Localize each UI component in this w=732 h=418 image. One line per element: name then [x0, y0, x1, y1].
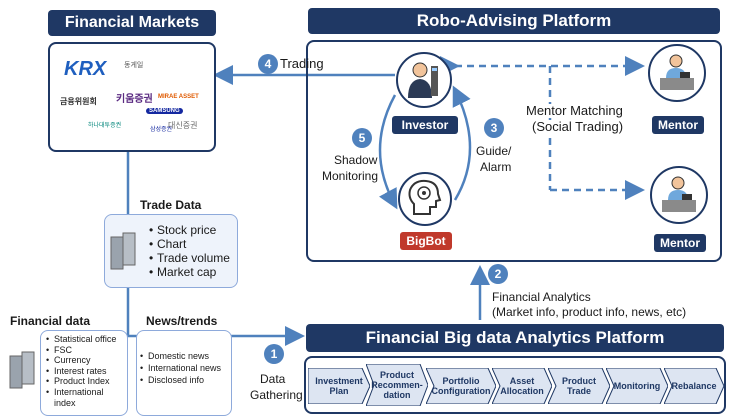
- step-number-2: 2: [488, 264, 508, 284]
- trade-data-item: Trade volume: [149, 251, 230, 265]
- data-gathering-label-2: Gathering: [250, 388, 303, 402]
- data-gathering-label-1: Data: [260, 372, 286, 386]
- bigbot-icon: [398, 172, 452, 226]
- samsung-sec-logo: 삼성증권: [150, 127, 173, 133]
- step-number-5: 5: [352, 128, 372, 148]
- server-icon: [9, 351, 35, 389]
- financial-analytics-label-1: Financial Analytics: [492, 290, 591, 304]
- mentor-bottom-icon: [650, 166, 708, 224]
- guide-label-2: Alarm: [480, 160, 512, 174]
- trading-label: Trading: [280, 56, 324, 71]
- guide-alarm-curve: [452, 85, 472, 201]
- mentor-bottom-label: Mentor: [654, 234, 706, 252]
- financial-data-item: Statistical office: [46, 334, 126, 345]
- shadow-monitoring-curve: [378, 94, 398, 210]
- financial-data-item: Interest rates: [46, 366, 126, 377]
- step-number-4: 4: [258, 54, 278, 74]
- financial-data-item: International index: [46, 387, 126, 408]
- mentor-top-label: Mentor: [652, 116, 704, 134]
- krx-logo: KRX: [64, 58, 107, 80]
- financial-data-list: Statistical office FSC Currency Interest…: [46, 334, 126, 408]
- financial-data-item: Currency: [46, 355, 126, 366]
- server-icon: [110, 232, 136, 270]
- bigdata-platform-title: Financial Big data Analytics Platform: [306, 324, 724, 352]
- logo-2: 동게일: [124, 62, 144, 69]
- trade-data-title: Trade Data: [140, 198, 202, 212]
- hana-logo: 하나대투증권: [88, 123, 122, 129]
- financial-analytics-label-2: (Market info, product info, news, etc): [492, 305, 687, 319]
- step-rebalance: Rebalance: [664, 368, 724, 404]
- shadow-label-2: Monitoring: [322, 169, 379, 183]
- financial-markets-title: Financial Markets: [48, 10, 216, 36]
- trade-data-item: Market cap: [149, 265, 230, 279]
- kiwoom-logo: 키움증권: [116, 94, 153, 105]
- news-item: Disclosed info: [140, 374, 221, 386]
- daishin-logo: 대신증권: [168, 121, 198, 130]
- robo-platform-panel: [306, 40, 722, 262]
- investor-icon: [396, 52, 452, 108]
- shadow-label-1: Shadow: [334, 153, 378, 167]
- samsung-logo: SAMSUNG: [146, 108, 183, 114]
- markets-to-bigdata-line: [126, 152, 305, 346]
- news-title: News/trends: [146, 314, 218, 328]
- step-monitoring: Monitoring: [606, 368, 668, 404]
- step-number-1: 1: [264, 344, 284, 364]
- news-item: International news: [140, 362, 221, 374]
- mirae-logo: MIRAE ASSET: [158, 94, 199, 100]
- financial-data-item: FSC: [46, 345, 126, 356]
- robo-platform-title: Robo-Advising Platform: [308, 8, 720, 34]
- guide-label-1: Guide/: [476, 144, 512, 158]
- trade-data-box: Stock price Chart Trade volume Market ca…: [104, 214, 238, 288]
- bigbot-label: BigBot: [400, 232, 452, 250]
- financial-data-title: Financial data: [10, 314, 91, 328]
- news-item: Domestic news: [140, 350, 221, 362]
- investor-label: Investor: [392, 116, 458, 134]
- news-list: Domestic news International news Disclos…: [140, 350, 221, 386]
- mentor-matching-label-1: Mentor Matching: [526, 103, 623, 118]
- trade-data-item: Chart: [149, 237, 230, 251]
- financial-data-item: Product Index: [46, 376, 126, 387]
- mentor-top-icon: [648, 44, 706, 102]
- trade-data-item: Stock price: [149, 223, 230, 237]
- trade-data-list: Stock price Chart Trade volume Market ca…: [149, 223, 230, 279]
- fsc-logo: 금융위원회: [60, 97, 97, 106]
- mentor-matching-label-2: (Social Trading): [532, 119, 624, 134]
- financial-markets-panel: KRX 동게일 금융위원회 키움증권 MIRAE ASSET SAMSUNG 하…: [48, 42, 216, 152]
- step-number-3: 3: [484, 118, 504, 138]
